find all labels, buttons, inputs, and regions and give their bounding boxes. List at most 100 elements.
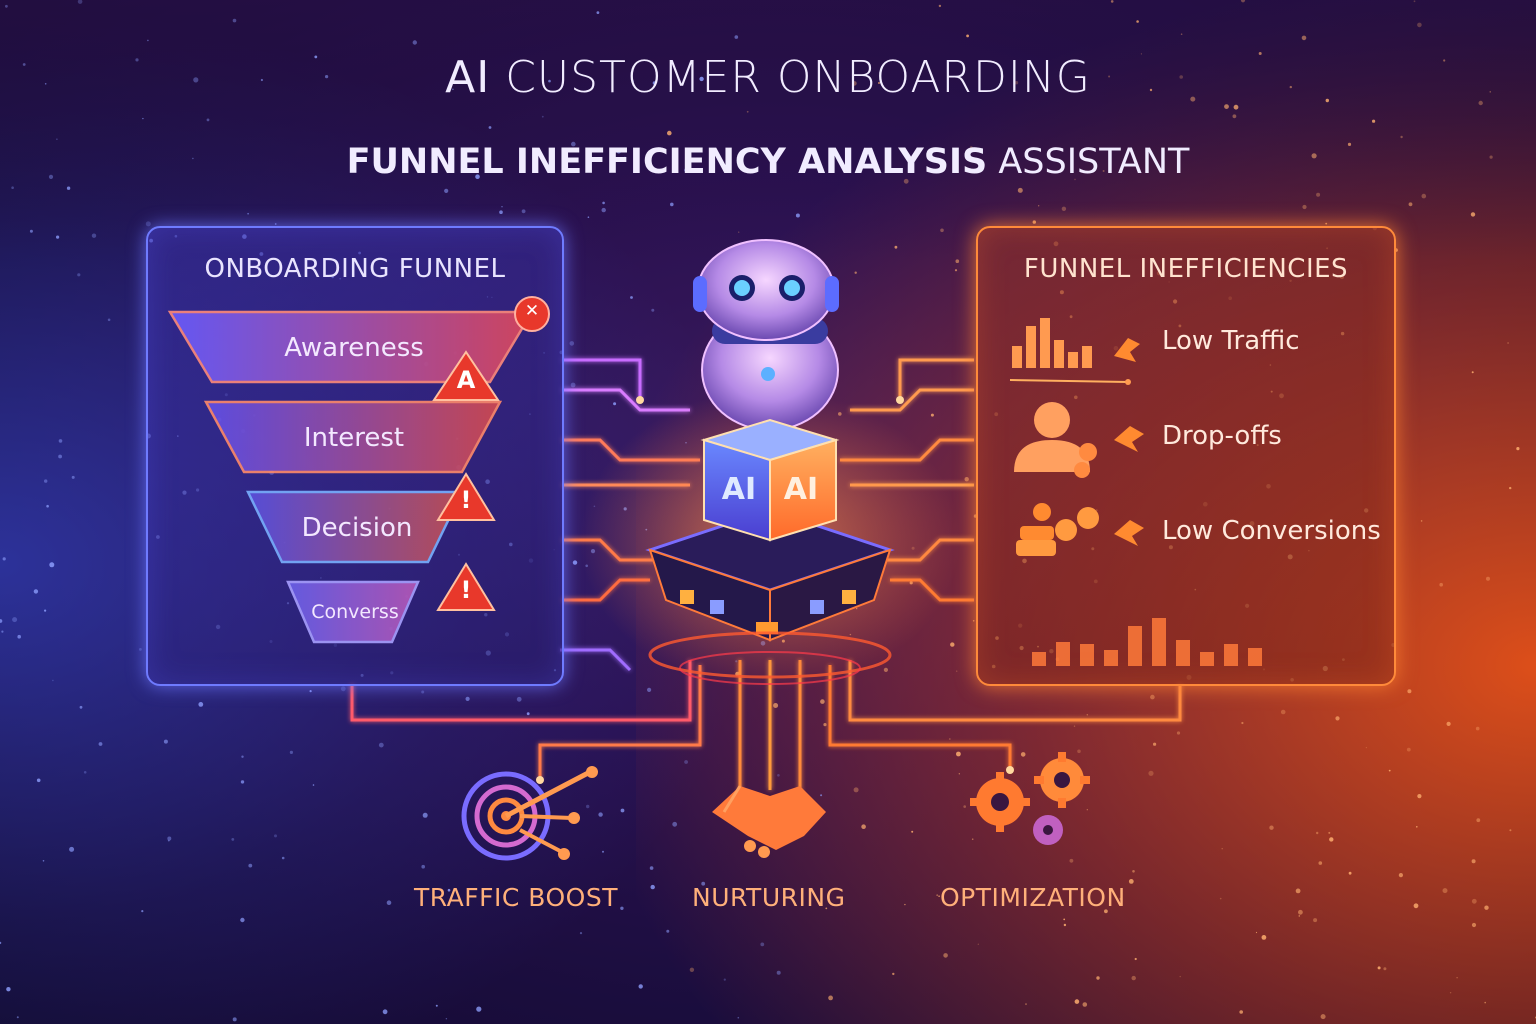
star-particle: [1082, 1002, 1088, 1007]
star-particle: [820, 699, 825, 704]
star-particle: [955, 259, 960, 264]
star-particle: [1471, 898, 1477, 904]
star-particle: [1421, 193, 1427, 199]
users-icon: [1014, 402, 1097, 478]
star-particle: [0, 941, 2, 945]
star-particle: [1476, 818, 1481, 823]
star-particle: [601, 207, 606, 213]
star-particle: [1239, 1010, 1243, 1014]
star-particle: [1179, 975, 1181, 978]
star-particle: [69, 846, 75, 852]
star-particle: [1219, 897, 1222, 900]
star-particle: [1302, 204, 1307, 210]
star-particle: [1484, 1001, 1486, 1004]
inefficiency-bar-chart: [1032, 618, 1262, 666]
star-particle: [652, 81, 657, 85]
alert-mark-decision: !: [460, 486, 472, 514]
star-particle: [936, 894, 939, 897]
star-particle: [1316, 831, 1319, 835]
star-particle: [488, 126, 492, 129]
star-particle: [943, 953, 948, 958]
star-particle: [142, 117, 144, 120]
star-particle: [689, 967, 695, 972]
star-particle: [145, 221, 151, 227]
star-particle: [163, 739, 168, 744]
funnel-stage-awareness: [167, 310, 535, 384]
star-particle: [1388, 769, 1391, 772]
star-particle: [1407, 689, 1412, 694]
star-particle: [734, 35, 739, 39]
funnel-panel-title: ONBOARDING FUNNEL: [204, 254, 506, 284]
star-particle: [1221, 848, 1223, 850]
solution-label-nurturing: NURTURING: [692, 883, 846, 912]
star-particle: [579, 932, 583, 935]
star-particle: [33, 589, 39, 594]
star-particle: [17, 634, 22, 639]
star-particle: [71, 475, 75, 479]
star-particle: [240, 780, 245, 784]
star-particle: [956, 670, 958, 672]
star-particle: [1061, 206, 1067, 211]
star-particle: [1509, 486, 1512, 490]
star-particle: [49, 562, 55, 568]
star-particle: [813, 159, 818, 163]
inefficiency-label-low-traffic: Low Traffic: [1162, 326, 1300, 356]
ai-cube: [700, 418, 840, 542]
close-icon: [514, 296, 550, 332]
star-particle: [231, 838, 235, 841]
star-particle: [48, 174, 54, 179]
close-mark: ✕: [524, 301, 540, 321]
star-particle: [135, 58, 139, 62]
star-particle: [760, 942, 765, 947]
star-particle: [1140, 53, 1142, 55]
star-particle: [1489, 155, 1493, 159]
star-particle: [1, 630, 4, 633]
alert-mark-conversion: !: [460, 576, 472, 604]
star-particle: [1298, 915, 1301, 917]
funnel-stage-conversion: [286, 580, 420, 644]
star-particle: [1134, 957, 1137, 961]
inefficiency-label-dropoffs: Drop-offs: [1162, 421, 1282, 451]
star-particle: [854, 271, 857, 274]
star-particle: [598, 812, 603, 817]
star-particle: [892, 972, 895, 976]
star-particle: [911, 830, 914, 833]
star-particle: [1069, 858, 1074, 863]
star-particle: [340, 686, 346, 692]
warning-letter: A: [456, 366, 476, 394]
star-particle: [956, 751, 961, 757]
star-particle: [977, 943, 979, 945]
star-particle: [1439, 582, 1443, 587]
star-particle: [1311, 153, 1317, 159]
star-particle: [548, 79, 551, 83]
title-text: CUSTOMER ONBOARDING: [505, 52, 1091, 103]
star-particle: [958, 773, 960, 775]
coins-icon: [1016, 503, 1099, 556]
star-particle: [672, 821, 678, 827]
warning-icon-a: [432, 350, 500, 401]
star-particle: [6, 987, 11, 992]
star-particle: [1325, 98, 1330, 103]
star-particle: [232, 1017, 237, 1022]
star-particle: [1063, 918, 1066, 921]
star-particle: [587, 216, 590, 218]
target-icon: [461, 766, 598, 861]
star-particle: [954, 269, 958, 272]
star-particle: [1077, 749, 1081, 754]
star-particle: [139, 648, 142, 651]
stage-label-conversion: Converss: [311, 601, 399, 623]
star-particle: [903, 178, 909, 184]
down-arrow-icon-conversions: [1114, 520, 1144, 546]
star-particle: [894, 245, 898, 249]
star-particle: [56, 235, 60, 239]
star-particle: [1255, 931, 1258, 934]
star-particle: [314, 55, 318, 59]
star-particle: [445, 1018, 448, 1020]
star-particle: [638, 984, 643, 989]
star-particle: [1074, 999, 1080, 1004]
star-particle: [1372, 119, 1376, 123]
star-particle: [1420, 520, 1423, 522]
star-particle: [475, 174, 480, 179]
